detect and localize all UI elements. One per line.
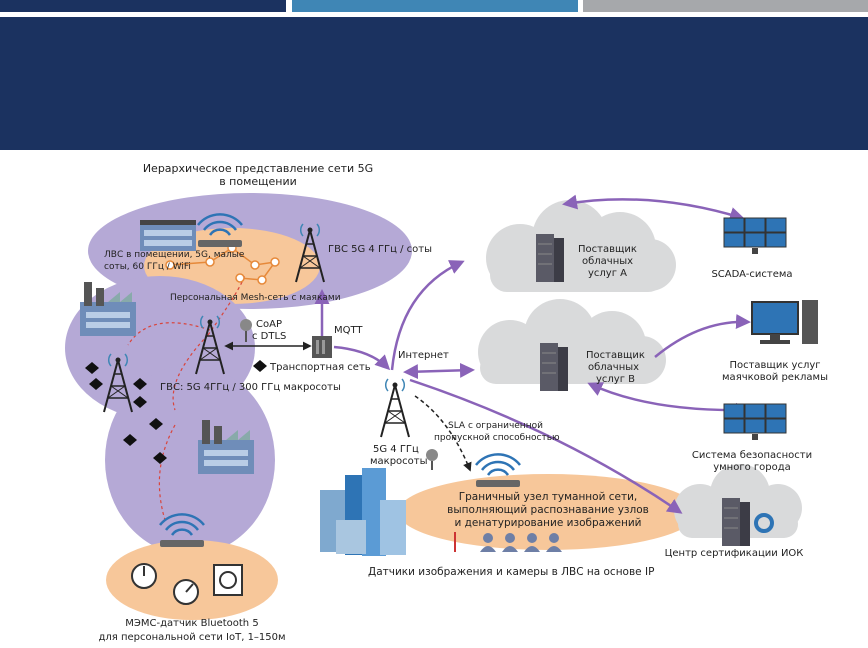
label-lan-1: ЛВС в помещении, 5G, малые [104,250,245,260]
top-bar-2 [292,0,578,12]
tower-icon-macro-internet [380,378,410,438]
city-buildings-icon [320,468,406,556]
label-coap-1: CoAP [256,319,282,330]
label-fog-2: выполняющий распознавание узлов [447,504,649,516]
sensor-icon-8 [253,360,267,372]
label-mems-2: для персональной сети IoT, 1–150м [98,632,285,643]
link-cloud-b-beacon [654,314,751,358]
label-cloud-b-1: Поставщик [586,350,645,361]
scada-monitor-icon [723,217,787,255]
label-cloud-a-3: услуг А [588,268,627,279]
label-security-1: Система безопасности [692,450,812,461]
label-gvs-small: ГВС 5G 4 ГГц / соты [328,244,432,255]
network-diagram: Иерархическое представление сети 5G в по… [65,162,828,643]
macro-area-mid [105,365,275,555]
mesh-network [165,243,280,285]
top-bar-1 [0,0,286,12]
label-top-title-1: Иерархическое представление сети 5G [143,162,373,175]
label-mesh: Персональная Mesh-сеть с маяками [170,293,341,303]
mqtt-gateway-icon [312,336,332,358]
fog-node-router-icon [474,453,522,489]
label-gvs-macro: ГВС: 5G 4ГГц / 300 ГГц макросоты [160,382,341,393]
link-cloud-a-scada [562,194,745,222]
label-coap-2: с DTLS [252,331,286,342]
title-banner [0,17,868,150]
label-top-title-2: в помещении [219,175,297,188]
label-transport: Транспортная сеть [269,362,371,373]
label-cloud-a-1: Поставщик [578,244,637,255]
server-icon-a [535,233,565,283]
fog-area [398,474,698,550]
gear-icon [754,513,774,533]
link-internet-cloud-a [390,260,465,371]
label-sla-2: пропускной способностью [434,433,560,443]
label-macro-2: макросоты [370,456,428,467]
gauge-icon [131,563,157,589]
label-mqtt: MQTT [334,325,363,336]
label-cert: Центр сертификации ИОК [665,548,804,559]
label-lan-2: соты, 60 ГГц / WiFi [104,262,191,272]
server-icon-b [539,342,569,392]
top-bar-3 [583,0,868,12]
server-icon-cert [721,497,751,547]
office-building-icon [140,220,196,251]
label-scada: SCADA-система [711,269,792,280]
label-internet: Интернет [398,350,449,361]
camera-icon [426,449,438,470]
label-security-2: умного города [713,462,791,473]
label-beacon-1: Поставщик услуг [729,360,820,371]
label-cameras: Датчики изображения и камеры в ЛВС на ос… [368,566,654,578]
label-fog-3: и денатурирование изображений [454,517,641,529]
label-cloud-b-2: облачных [588,362,639,373]
label-fog-1: Граничный узел туманной сети, [459,491,638,503]
label-sla-1: SLA с ограниченной [448,421,543,431]
link-transport-internet [333,345,391,371]
coap-device-icon [240,319,252,342]
link-internet-cert [409,378,683,514]
security-monitor-icon [723,403,787,441]
label-cloud-a-2: облачных [582,256,633,267]
compass-icon [173,579,199,605]
disk-sensor-icon [213,564,243,596]
label-macro-1: 5G 4 ГГц [373,444,419,455]
desktop-computer-icon [751,300,818,344]
label-beacon-2: маячковой рекламы [722,372,828,383]
label-cloud-b-3: услуг В [596,374,635,385]
link-internet-cloud-b [403,362,475,380]
label-mems-1: МЭМС-датчик Bluetooth 5 [125,618,258,629]
link-sla [414,395,472,472]
mems-area [106,540,278,620]
